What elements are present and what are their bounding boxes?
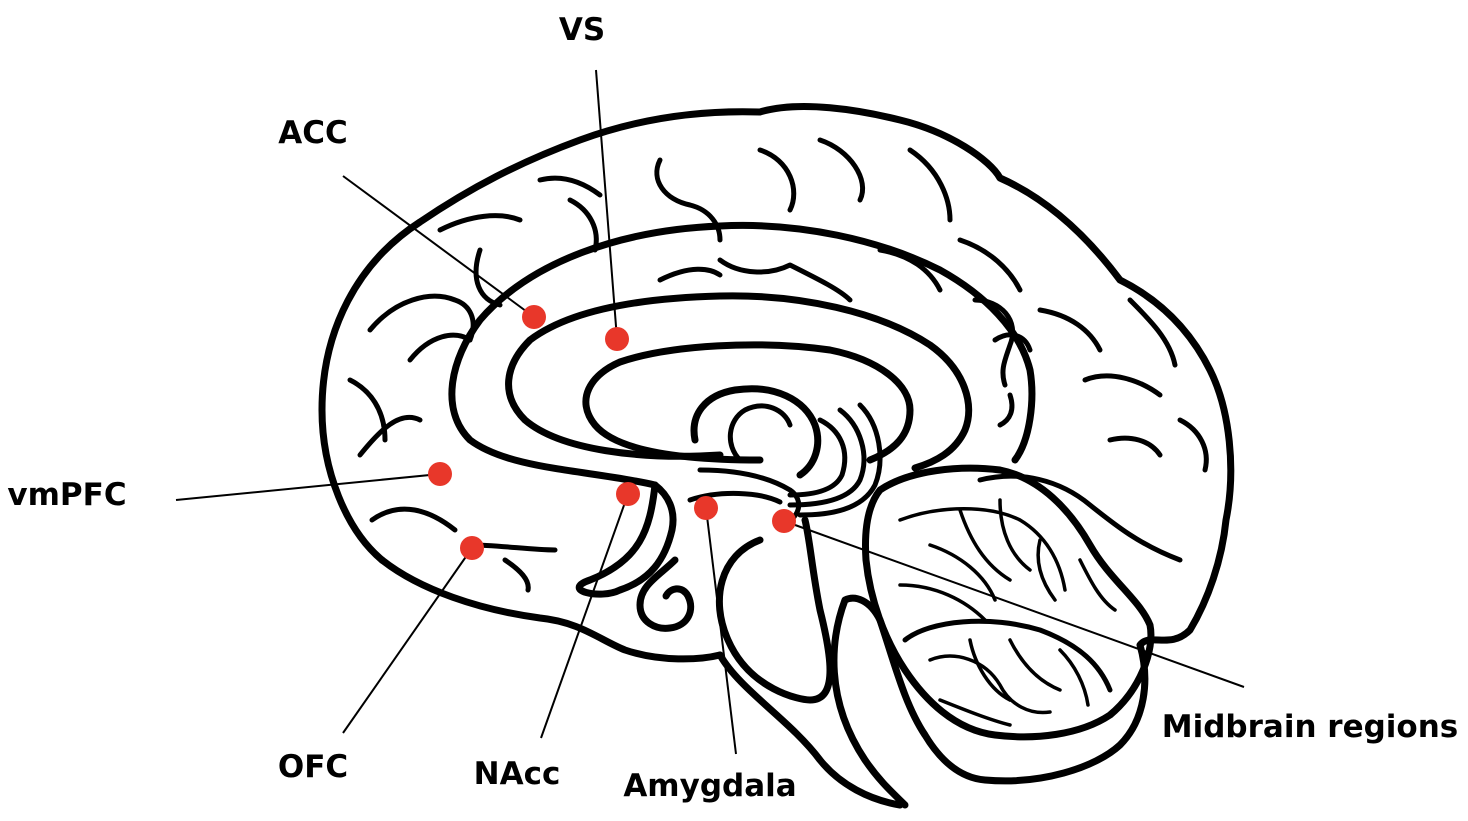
leader-ofc	[342, 547, 473, 734]
sulcus-occipital-8	[1107, 435, 1163, 458]
sulcus-occipital-7	[1177, 417, 1209, 473]
region-labels: VS ACC vmPFC OFC NAcc Amygdala Midbrain …	[7, 12, 1458, 804]
leader-acc	[342, 175, 535, 318]
pituitary-loop	[636, 556, 695, 632]
frontal-base	[378, 556, 724, 663]
thalamus-loop	[690, 385, 822, 479]
label-ofc: OFC	[278, 749, 348, 785]
pons-contour	[715, 516, 834, 704]
thalamus-inner	[727, 403, 793, 463]
brain-drawing	[318, 103, 1235, 809]
label-nacc: NAcc	[474, 756, 561, 792]
thalamus-stripe-3	[797, 402, 883, 518]
brainstem-front	[716, 651, 904, 809]
leader-vmpfc	[175, 473, 441, 501]
label-acc: ACC	[278, 115, 348, 151]
leader-vs	[595, 69, 618, 340]
sulcus-frontal-6	[537, 175, 603, 198]
midbrain-fibres-2	[687, 491, 783, 505]
sulcus-occipital-4	[1082, 373, 1163, 398]
cortex-outline	[318, 103, 1235, 809]
sulcus-parietal-8	[957, 237, 1023, 293]
sulcus-frontal-2	[367, 293, 476, 343]
arbor-vitae-1	[898, 507, 1067, 592]
arbor-vitae-10	[1058, 648, 1090, 707]
arbor-vitae-5	[898, 583, 987, 622]
arbor-vitae-2	[958, 508, 1012, 582]
region-markers	[428, 305, 796, 560]
sulcus-occipital-5	[997, 392, 1015, 428]
sulcus-frontal-5	[437, 213, 523, 233]
thalamus-stripe-1	[787, 417, 848, 498]
sulcus-parietal-7	[877, 247, 943, 293]
cingulate-outer	[448, 222, 1036, 489]
corpus-callosum	[505, 292, 973, 472]
cerebellum-outline	[862, 464, 1155, 741]
cerebellum	[862, 464, 1155, 741]
sulcus-parietal-2	[757, 147, 797, 213]
leader-amygdala	[705, 507, 737, 755]
sulcus-frontal-7	[567, 197, 599, 253]
temporal-hook	[575, 481, 677, 598]
sulcus-parietal-6	[657, 266, 723, 283]
marker-acc	[522, 305, 546, 329]
label-amygdala: Amygdala	[623, 768, 796, 804]
marker-midbrain	[772, 509, 796, 533]
sulcus-orbital-3	[502, 557, 531, 593]
marker-vs	[605, 327, 629, 351]
sulcus-frontal-3	[407, 332, 473, 363]
marker-ofc	[460, 536, 484, 560]
arbor-vitae-11	[938, 698, 1012, 727]
sulcus-occipital-6	[1127, 297, 1178, 368]
arbor-vitae-8	[968, 638, 1012, 702]
arbor-vitae-4	[928, 543, 997, 602]
sulcus-parietal-3	[817, 137, 866, 203]
sulcus-occipital-1	[972, 297, 1015, 388]
label-vmpfc: vmPFC	[7, 477, 126, 513]
sulcus-parietal-5	[717, 257, 853, 303]
sulcus-occipital-3	[1037, 307, 1103, 353]
leader-nacc	[540, 493, 629, 739]
fornix-loop	[582, 341, 914, 464]
sulcus-frontal-8	[347, 377, 388, 443]
leader-midbrain	[783, 520, 1245, 688]
cerebellum-inner	[902, 618, 1113, 693]
sulcus-parietal-4	[907, 147, 953, 223]
marker-nacc	[616, 482, 640, 506]
sulcus-frontal-4	[473, 247, 503, 308]
label-vs: VS	[559, 12, 605, 48]
arbor-vitae-7	[928, 654, 1052, 715]
marker-vmpfc	[428, 462, 452, 486]
arbor-vitae-6	[1036, 538, 1057, 602]
thalamus-stripe-2	[787, 407, 867, 508]
sulcus-orbital-1	[369, 506, 458, 533]
sulcus-parietal-1	[654, 157, 723, 243]
leader-lines	[175, 69, 1245, 755]
sulcus-frontal-1	[357, 414, 423, 458]
arbor-vitae-3	[998, 498, 1032, 572]
sulcus-occipital-2	[992, 332, 1033, 353]
marker-amygdala	[694, 496, 718, 520]
label-midbrain: Midbrain regions	[1162, 709, 1459, 745]
arbor-vitae-12	[1078, 558, 1117, 612]
arbor-vitae-9	[1008, 638, 1062, 692]
